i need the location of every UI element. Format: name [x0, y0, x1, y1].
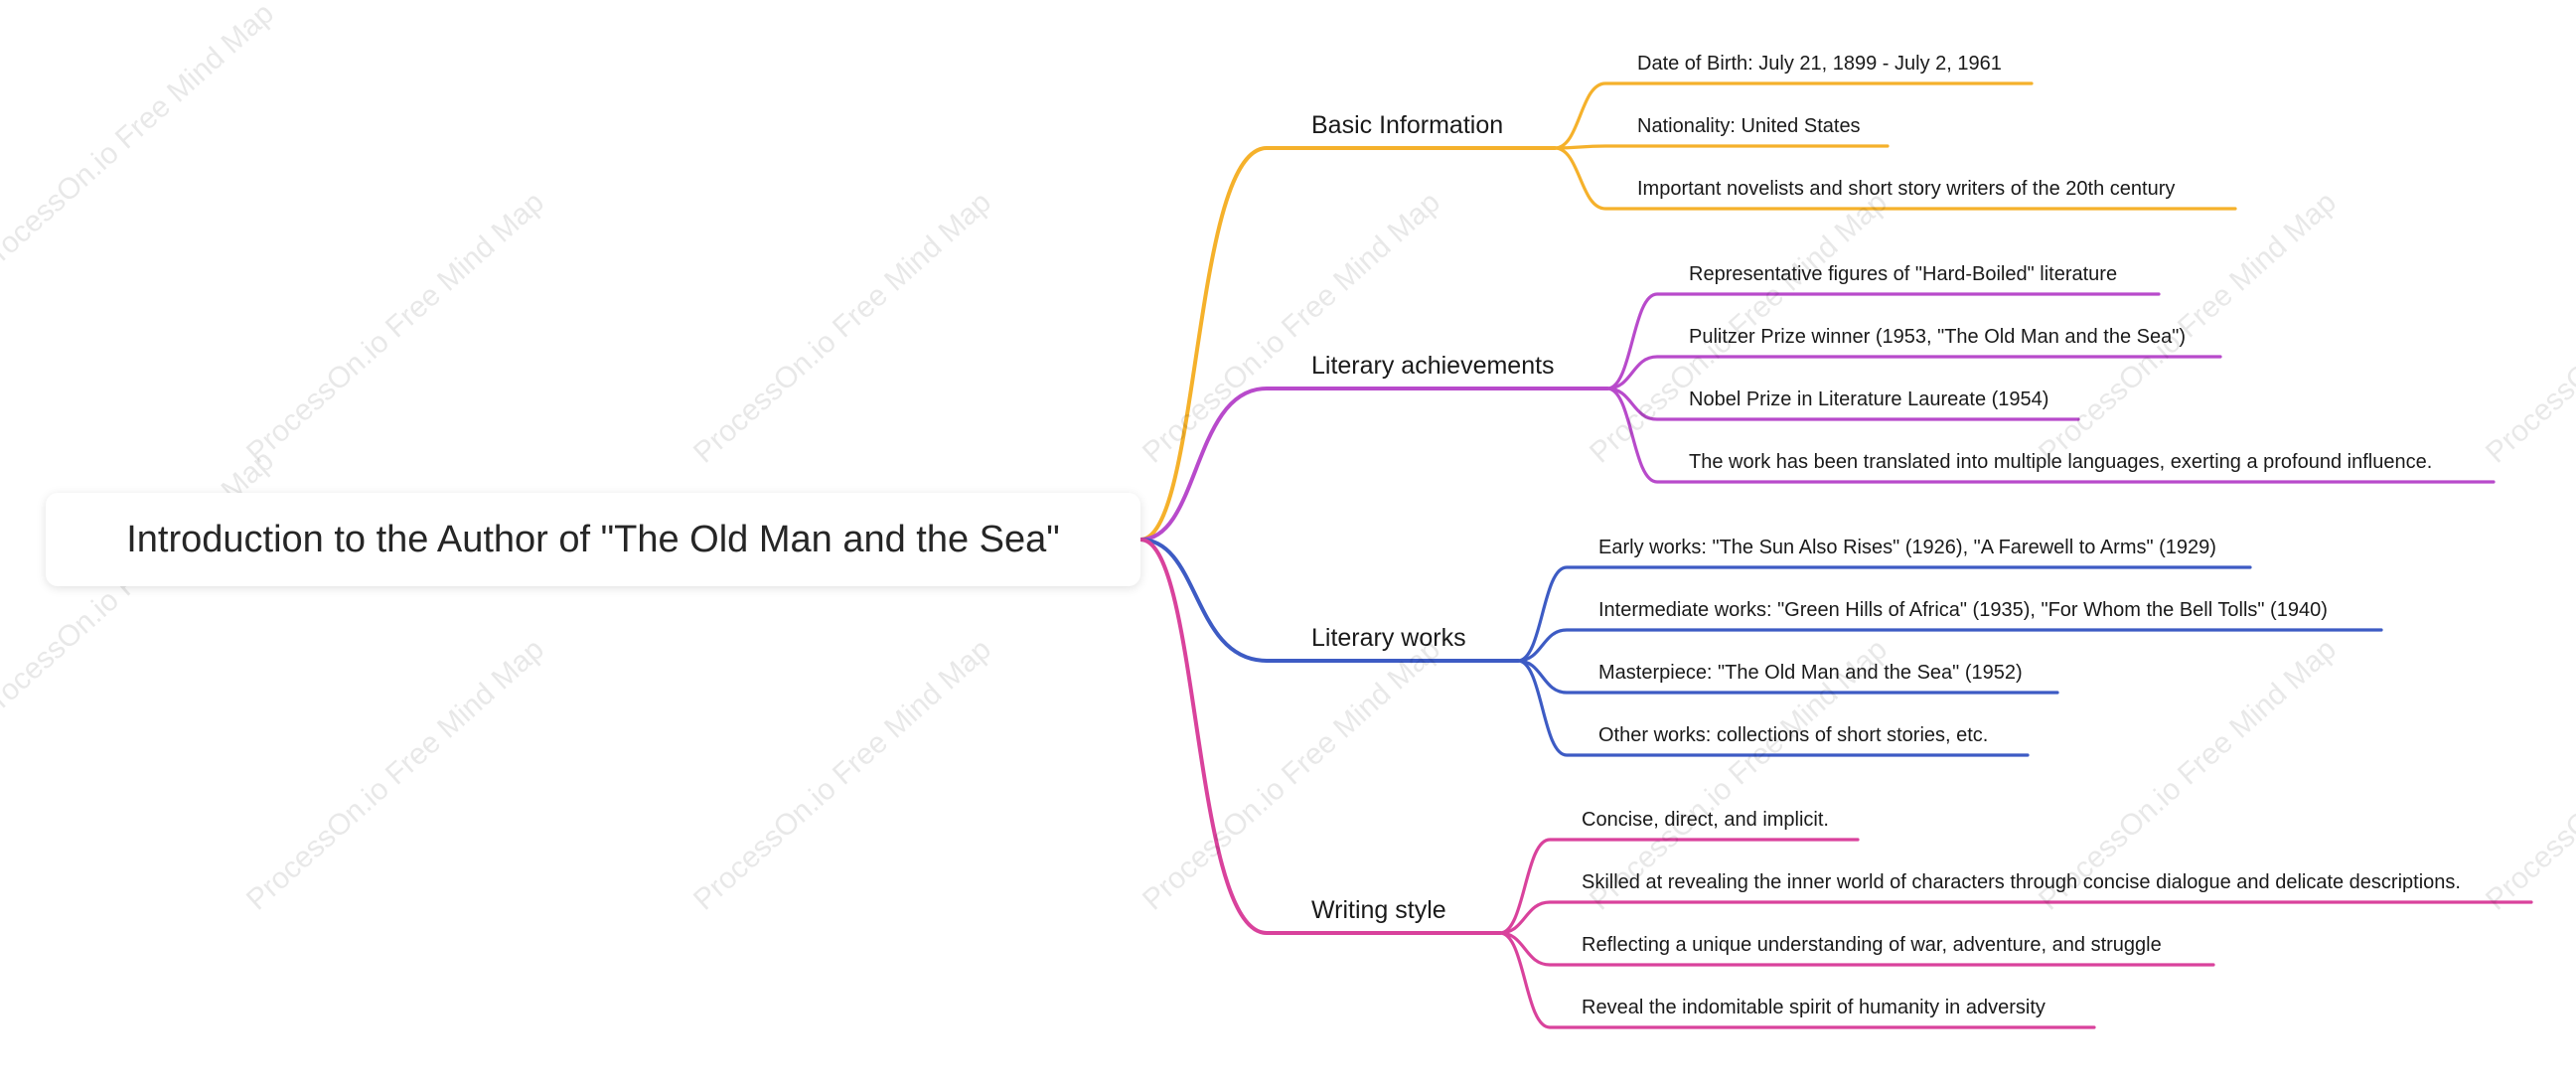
leaf-connector [1516, 565, 2252, 663]
leaf-topic-label[interactable]: Reveal the indomitable spirit of humanit… [1582, 997, 2046, 1018]
branch-topic-label[interactable]: Basic Information [1311, 111, 1504, 139]
leaf-topic-label[interactable]: Skilled at revealing the inner world of … [1582, 871, 2461, 893]
leaf-topic-label[interactable]: Masterpiece: "The Old Man and the Sea" (… [1598, 662, 2023, 684]
leaf-connector [1498, 900, 2533, 935]
leaf-connector [1605, 355, 2222, 390]
branch-connector [1138, 538, 1502, 935]
root-topic-label: Introduction to the Author of "The Old M… [126, 518, 1060, 560]
branch-topic-label[interactable]: Literary works [1311, 624, 1466, 652]
leaf-connector [1605, 387, 2496, 484]
leaf-topic-label[interactable]: Reflecting a unique understanding of war… [1582, 934, 2162, 956]
leaf-connector [1553, 81, 2034, 150]
leaf-connector [1605, 387, 2080, 421]
leaf-connector [1553, 144, 1890, 150]
branch-connector [1138, 146, 1557, 542]
leaf-connector [1498, 931, 2096, 1029]
leaf-topic-label[interactable]: Nobel Prize in Literature Laureate (1954… [1689, 389, 2049, 410]
leaf-connector [1516, 659, 2059, 695]
leaf-topic-label[interactable]: Nationality: United States [1637, 115, 1861, 137]
leaf-topic-label[interactable]: Representative figures of "Hard-Boiled" … [1689, 263, 2118, 285]
leaf-connector [1605, 292, 2161, 390]
leaf-topic-label[interactable]: Other works: collections of short storie… [1598, 724, 1989, 746]
leaf-topic-label[interactable]: Intermediate works: "Green Hills of Afri… [1598, 599, 2328, 621]
leaf-topic-label[interactable]: Important novelists and short story writ… [1637, 178, 2176, 200]
leaf-topic-label[interactable]: The work has been translated into multip… [1689, 451, 2433, 473]
leaf-topic-label[interactable]: Concise, direct, and implicit. [1582, 809, 1829, 831]
branch-topic-label[interactable]: Writing style [1311, 896, 1446, 924]
leaf-connector [1498, 838, 1860, 935]
root-topic[interactable]: Introduction to the Author of "The Old M… [46, 493, 1140, 586]
leaf-topic-label[interactable]: Pulitzer Prize winner (1953, "The Old Ma… [1689, 326, 2186, 348]
leaf-topic-label[interactable]: Early works: "The Sun Also Rises" (1926)… [1598, 537, 2216, 558]
leaf-connector [1553, 146, 2237, 211]
branch-connector [1138, 387, 1609, 542]
branch-connector [1138, 538, 1520, 663]
leaf-connector [1516, 628, 2383, 663]
leaf-topic-label[interactable]: Date of Birth: July 21, 1899 - July 2, 1… [1637, 53, 2002, 75]
leaf-connector [1498, 931, 2215, 967]
branch-topic-label[interactable]: Literary achievements [1311, 352, 1555, 380]
leaf-connector [1516, 659, 2030, 757]
